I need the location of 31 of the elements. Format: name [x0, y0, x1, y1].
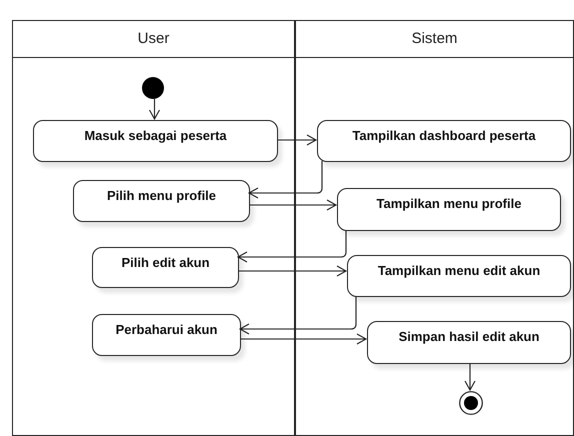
arrow [237, 230, 347, 263]
swimlane [12, 20, 295, 436]
action-label: Pilih menu profile [106, 187, 216, 205]
end-node [459, 391, 483, 415]
action-box [347, 255, 571, 297]
arrow [249, 199, 337, 211]
action-label: Simpan hasil edit akun [398, 328, 540, 346]
action-box [367, 321, 571, 364]
swimlane [295, 20, 574, 436]
arrow [277, 134, 317, 146]
action-box [33, 120, 278, 162]
action-label: Tampilkan menu profile [376, 195, 522, 213]
action-box [73, 180, 250, 222]
arrow [239, 296, 357, 335]
arrow [248, 161, 323, 199]
arrow [464, 363, 476, 391]
action-label: Masuk sebagai peserta [84, 127, 227, 145]
start-node [142, 77, 164, 99]
arrow [240, 333, 367, 345]
arrow [238, 265, 347, 277]
action-box [92, 314, 241, 356]
action-label: Pilih edit akun [121, 254, 210, 272]
action-box [337, 188, 561, 231]
action-box [92, 247, 239, 288]
lane-title: Sistem [412, 28, 458, 49]
action-label: Tampilkan menu edit akun [378, 262, 540, 280]
action-label: Tampilkan dashboard peserta [352, 127, 536, 145]
lane-title: User [138, 28, 170, 49]
arrow [148, 98, 160, 120]
action-label: Perbaharui akun [116, 321, 218, 339]
action-box [317, 120, 571, 162]
